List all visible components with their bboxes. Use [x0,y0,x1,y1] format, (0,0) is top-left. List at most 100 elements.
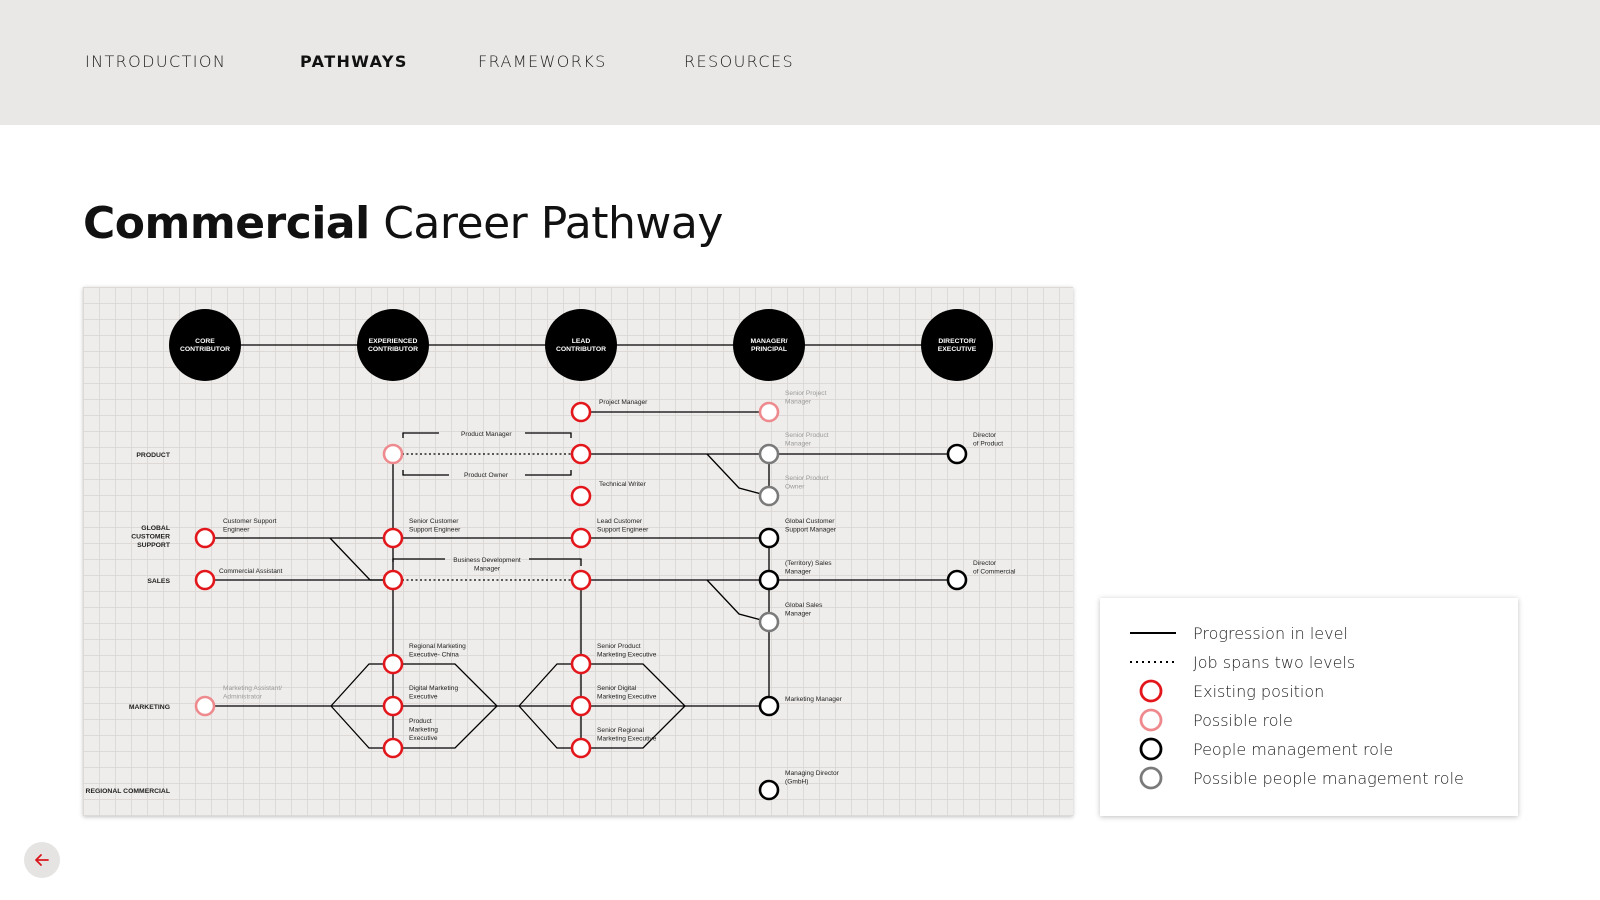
possible-people-management-node-icon [1139,766,1163,790]
page-title-rest: Career Pathway [369,198,723,249]
role-label: Project Manager [599,399,648,406]
legend-solid-line: Progression in level [1100,620,1518,646]
page-title-bold: Commercial [83,198,370,249]
business-development-lead-node [570,569,592,591]
product-lead-node [570,443,592,465]
director-of-product-node [946,443,968,465]
nav-resources[interactable]: RESOURCES [684,52,795,71]
technical-writer-node [570,485,592,507]
legend-existing-position: Existing position [1100,678,1518,704]
nav-frameworks[interactable]: FRAMEWORKS [478,52,607,71]
territory-sales-manager-node [758,569,780,591]
lead-customer-support-engineer-node [570,527,592,549]
senior-product-marketing-executive-node [570,653,592,675]
connector [329,537,393,581]
connector [330,663,498,749]
business-development-manager-node [382,569,404,591]
level-label: DIRECTOR/EXECUTIVE [938,338,977,353]
dotted-line-icon [1130,661,1176,663]
legend-node-circle [1139,737,1163,761]
legend-label: Progression in level [1193,624,1348,643]
product-manager-node [382,443,404,465]
role-label: Marketing Assistant/Administrator [223,685,282,700]
page-title: Commercial Career Pathway [83,198,723,249]
possible-role-node-icon [1139,708,1163,732]
global-customer-support-manager-node [758,527,780,549]
existing-position-node-icon [1139,679,1163,703]
people-management-node-icon [1139,737,1163,761]
nav-pathways[interactable]: PATHWAYS [300,52,408,71]
role-label: Managing Director(GmbH) [785,770,840,785]
legend-label: Possible role [1193,711,1293,730]
product-marketing-executive-node [382,737,404,759]
director-of-commercial-node [946,569,968,591]
role-label: Marketing Manager [785,696,843,703]
managing-director-node [758,779,780,801]
level-dir-circle [921,309,993,381]
legend-node-circle [1139,708,1163,732]
senior-project-manager-node [758,401,780,423]
commercial-assistant-node [194,569,216,591]
connector [525,470,572,476]
arrow-left-icon [35,854,49,866]
role-label: Product Manager [461,431,512,438]
project-manager-node [570,401,592,423]
senior-product-manager-node [758,443,780,465]
connector [402,432,439,438]
customer-support-engineer-node [194,527,216,549]
marketing-assistant-node [194,695,216,717]
solid-line-icon [1130,632,1176,634]
marketing-manager-node [758,695,780,717]
connector [402,470,449,476]
legend-possible-people-management: Possible people management role [1100,765,1518,791]
global-sales-manager-node [758,611,780,633]
connector [518,663,686,749]
legend-dotted-line: Job spans two levels [1100,649,1518,675]
level-exp-circle [357,309,429,381]
role-label: Product Owner [464,472,509,479]
digital-marketing-executive-node [382,695,404,717]
top-navigation-bar: INTRODUCTION PATHWAYS FRAMEWORKS RESOURC… [0,0,1600,125]
connector [529,558,582,566]
level-lead-circle [545,309,617,381]
senior-regional-marketing-executive-node [570,737,592,759]
stream-label: PRODUCT [136,452,170,459]
stream-label: REGIONAL COMMERCIAL [86,788,170,795]
back-button[interactable] [24,842,60,878]
nav-introduction[interactable]: INTRODUCTION [85,52,227,71]
stream-label: MARKETING [129,704,170,711]
regional-marketing-executive-node [382,653,404,675]
legend-people-management: People management role [1100,736,1518,762]
stream-label: SALES [147,578,170,585]
role-label: Technical Writer [599,481,647,488]
legend-label: Possible people management role [1193,769,1464,788]
legend-label: People management role [1193,740,1394,759]
role-label: Commercial Assistant [219,568,283,575]
senior-digital-marketing-executive-node [570,695,592,717]
connector [706,453,770,497]
legend-label: Existing position [1193,682,1325,701]
legend-node-circle [1139,679,1163,703]
connector [392,558,445,562]
level-core-circle [169,309,241,381]
